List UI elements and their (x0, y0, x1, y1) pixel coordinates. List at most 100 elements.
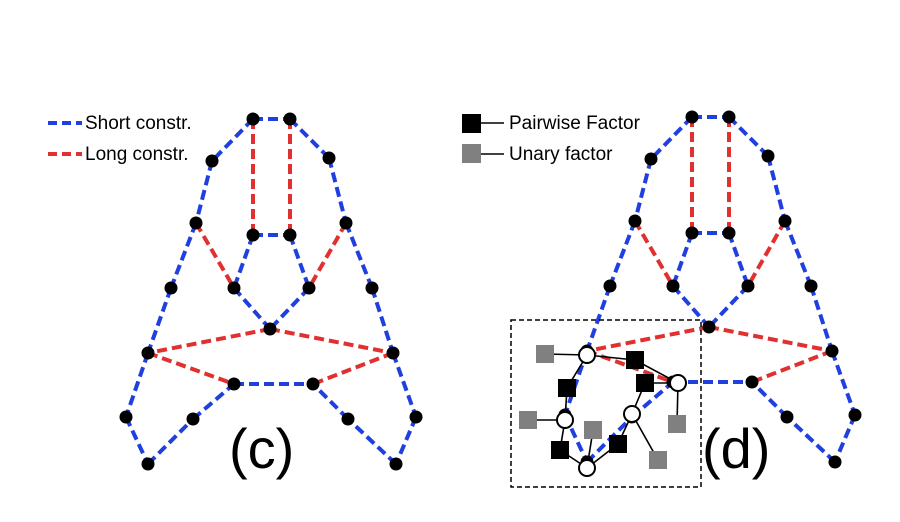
short-constraint-edge (210, 117, 255, 163)
graph-node (119, 410, 133, 424)
long-constraint-edge (147, 327, 271, 355)
short-constraint-edge (232, 286, 272, 331)
long-constraint-edge (194, 221, 236, 290)
short-constraint-edge (394, 416, 418, 465)
short-constraint-edge (288, 234, 311, 289)
variable-node (578, 459, 596, 477)
pairwise-factor-square (626, 351, 644, 369)
graph-node (386, 346, 400, 360)
long-constraint-edge (147, 351, 235, 386)
short-constraint-edge (809, 285, 834, 352)
legend-left: Short constr. Long constr. (48, 113, 192, 165)
short-constraint-edge (146, 287, 173, 354)
short-constraint-edge (391, 352, 418, 418)
legend-unary-square (462, 144, 481, 163)
graph-node (246, 228, 260, 242)
short-constraint-edge (169, 222, 198, 289)
legend-long-label: Long constr. (85, 144, 189, 165)
graph-node (409, 410, 423, 424)
graph-node (164, 281, 178, 295)
graph-node (628, 214, 642, 228)
graph-node (828, 455, 842, 469)
pairwise-factor-square (636, 374, 654, 392)
legend-short-label: Short constr. (85, 113, 192, 134)
variable-node (623, 405, 641, 423)
short-constraint-edge (288, 117, 331, 160)
graph-node (189, 216, 203, 230)
panel-c-label: (c) (229, 417, 294, 480)
short-constraint-edge (194, 160, 214, 224)
graph-node (745, 375, 759, 389)
short-constraint-edge (766, 155, 787, 222)
pairwise-factor-square (558, 379, 576, 397)
graph-node (227, 377, 241, 391)
variable-node (556, 411, 574, 429)
graph-node (341, 412, 355, 426)
long-constraint-edge (586, 325, 710, 353)
graph-node (283, 112, 297, 126)
short-constraint-edge (833, 414, 857, 463)
short-constraint-edge (327, 157, 348, 224)
unary-factor-square (519, 411, 537, 429)
graph-node (722, 226, 736, 240)
short-constraint-edge (671, 232, 694, 287)
graph-node (141, 457, 155, 471)
long-constraint-edge (746, 220, 787, 287)
graph-node (722, 110, 736, 124)
long-constraint-edge (307, 222, 348, 289)
graph-node (685, 110, 699, 124)
unary-factor-square (668, 415, 686, 433)
graph-node (283, 228, 297, 242)
graph-node (306, 377, 320, 391)
short-constraint-edge (750, 380, 789, 419)
short-constraint-edge (346, 417, 398, 466)
short-constraint-edge (608, 220, 637, 287)
graph-node (685, 226, 699, 240)
short-constraint-edge (830, 350, 857, 416)
legend-pairwise-square (462, 114, 481, 133)
pairwise-factor-square (551, 441, 569, 459)
pairwise-factor-square (609, 435, 627, 453)
variable-node (669, 374, 687, 392)
short-constraint-edge (785, 415, 837, 464)
graph-node (780, 410, 794, 424)
graph-node (702, 320, 716, 334)
long-constraint-edge (269, 327, 394, 355)
legend-pairwise-label: Pairwise Factor (509, 113, 641, 134)
short-constraint-edge (370, 287, 395, 354)
long-constraint-edge (708, 325, 833, 353)
graph-node (339, 216, 353, 230)
graph-node (389, 457, 403, 471)
graph-node (825, 344, 839, 358)
graph-node (741, 279, 755, 293)
short-constraint-edge (311, 382, 350, 421)
long-constraint-edge (633, 219, 675, 288)
short-constraint-edge (727, 115, 770, 158)
legend-right: Pairwise Factor Unary factor (462, 113, 641, 165)
short-constraint-edge (344, 222, 374, 289)
short-constraint-edge (707, 284, 750, 329)
short-constraint-edge (633, 158, 653, 222)
graph-node (666, 279, 680, 293)
unary-factor-square (536, 345, 554, 363)
panel-c-graph (119, 112, 423, 471)
graph-node (804, 279, 818, 293)
graph-node (302, 281, 316, 295)
graph-node (227, 281, 241, 295)
unary-factor-square (584, 421, 602, 439)
graph-node (778, 214, 792, 228)
short-constraint-edge (585, 285, 612, 352)
graph-node (848, 408, 862, 422)
graph-node (644, 152, 658, 166)
short-constraint-edge (727, 232, 750, 287)
graph-node (365, 281, 379, 295)
graph-node (322, 151, 336, 165)
variable-node (578, 346, 596, 364)
graph-node (263, 322, 277, 336)
graph-node (186, 412, 200, 426)
short-constraint-edge (268, 286, 311, 331)
short-constraint-edge (232, 234, 255, 289)
short-constraint-edge (124, 352, 150, 418)
short-constraint-edge (671, 284, 711, 329)
